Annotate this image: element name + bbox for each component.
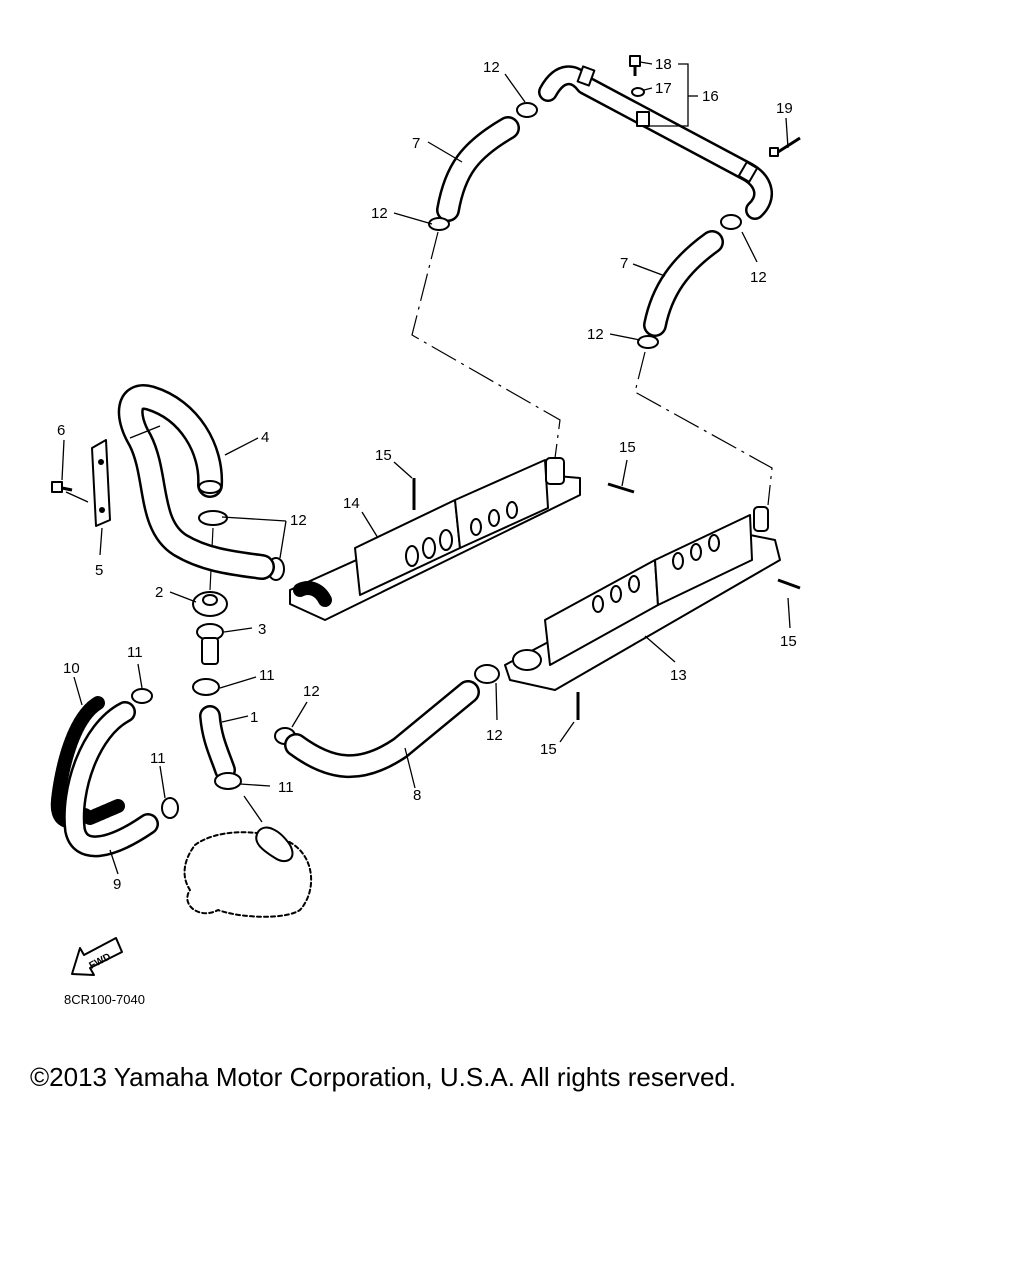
callout-11: 11 [150,750,166,767]
hose-1 [199,705,236,781]
callout-3: 3 [258,621,266,638]
callout-14: 14 [343,495,360,512]
clamps-11 [131,678,242,819]
hose-7-left [436,116,520,222]
washer-17 [631,87,645,97]
callout-12: 12 [303,683,320,700]
callout-12: 12 [483,59,500,76]
screw-19 [769,136,801,157]
callout-15: 15 [540,741,557,758]
assembly-lines [209,231,773,591]
callout-labels: 12 18 17 16 19 7 12 7 12 12 6 4 15 15 14… [57,56,797,893]
copyright-notice: ©2013 Yamaha Motor Corporation, U.S.A. A… [30,1062,737,1092]
exploded-parts-diagram: FWD [50,55,801,1007]
cooler-13 [504,506,781,691]
callout-11: 11 [259,667,275,684]
callout-4: 4 [261,429,269,446]
hose-9 [63,701,159,858]
hose-4 [117,384,275,580]
callout-13: 13 [670,667,687,684]
cooler-14 [289,457,581,621]
callout-19: 19 [776,100,793,117]
bolt-6 [51,481,73,493]
callout-10: 10 [63,660,80,677]
clamps-12 [198,102,742,745]
callout-17: 17 [655,80,672,97]
cross-pipe [538,65,773,220]
callout-7: 7 [412,135,420,152]
screws-15 [412,478,801,720]
hose-7-right [643,230,724,337]
cap-2 [192,591,228,617]
callout-12: 12 [486,727,503,744]
callout-6: 6 [57,422,65,439]
callout-18: 18 [655,56,672,73]
callout-8: 8 [413,787,421,804]
bracket-5 [91,439,111,527]
callout-12: 12 [371,205,388,222]
leader-lines [61,61,791,875]
callout-16: 16 [702,88,719,105]
callout-11: 11 [127,644,143,661]
callout-11: 11 [278,779,294,796]
callout-15: 15 [780,633,797,650]
callout-7: 7 [620,255,628,272]
pump-housing [183,826,313,918]
thermostat-3 [196,623,224,665]
callout-15: 15 [619,439,636,456]
callout-9: 9 [113,876,121,893]
hose-8 [284,680,480,779]
callout-12: 12 [587,326,604,343]
callout-12: 12 [290,512,307,529]
bolt-18 [629,55,641,76]
callout-12: 12 [750,269,767,286]
callout-15: 15 [375,447,392,464]
fwd-arrow-icon: FWD [71,937,123,976]
drawing-code: 8CR100-7040 [64,992,145,1007]
callout-1: 1 [250,709,258,726]
callout-5: 5 [95,562,103,579]
callout-2: 2 [155,584,163,601]
